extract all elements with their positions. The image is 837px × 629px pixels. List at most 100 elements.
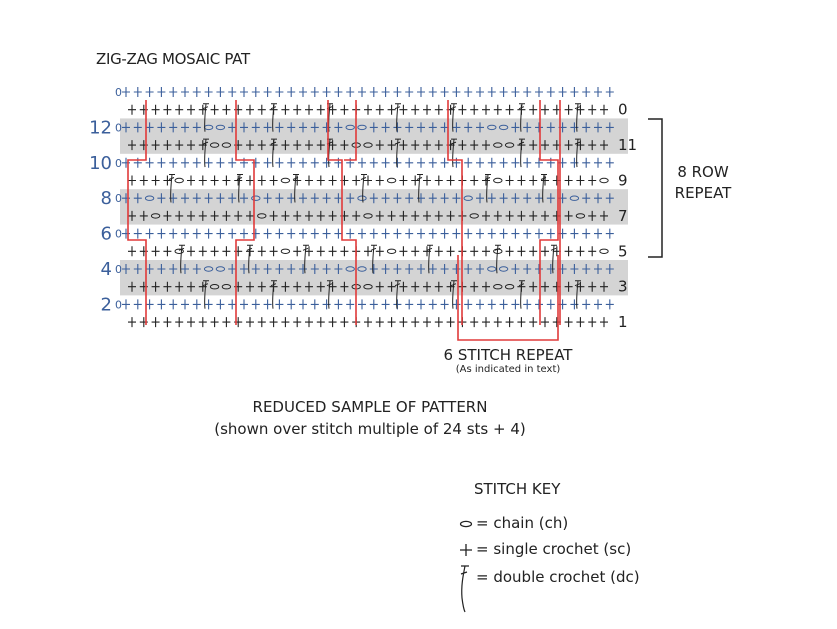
double-crochet-mark <box>394 103 401 132</box>
chain-mark <box>221 284 232 290</box>
chain-mark <box>463 195 473 201</box>
single-crochet-mark <box>523 157 532 168</box>
chain-mark <box>150 213 161 219</box>
single-crochet-mark <box>169 122 178 133</box>
single-crochet-mark <box>133 264 142 274</box>
single-crochet-mark <box>600 104 608 115</box>
double-crochet-mark <box>550 244 557 274</box>
single-crochet-mark <box>157 228 166 239</box>
six-stitch-repeat-note: (As indicated in text) <box>455 364 561 375</box>
single-crochet-mark <box>151 104 160 115</box>
single-crochet-mark <box>452 122 461 133</box>
double-crochet-mark <box>178 244 185 274</box>
single-crochet-mark <box>210 175 219 186</box>
single-crochet-mark <box>511 264 520 274</box>
single-crochet-mark <box>305 317 313 328</box>
single-crochet-mark <box>399 140 408 151</box>
single-crochet-mark <box>246 104 254 115</box>
eight-row-repeat-line2: REPEAT <box>674 184 732 202</box>
double-crochet-mark <box>302 244 309 274</box>
single-crochet-mark <box>375 317 384 328</box>
single-crochet-mark <box>139 175 148 186</box>
single-crochet-mark <box>535 264 543 274</box>
single-crochet-mark <box>588 104 597 115</box>
chain-mark <box>174 248 184 255</box>
chain-mark <box>487 266 497 272</box>
single-crochet-mark <box>428 228 437 239</box>
single-crochet-mark <box>128 246 136 257</box>
single-crochet-mark <box>269 210 278 221</box>
single-crochet-mark <box>181 157 189 168</box>
chain-mark <box>357 124 367 131</box>
single-crochet-mark <box>476 193 484 204</box>
single-crochet-mark <box>316 210 325 221</box>
single-crochet-mark <box>375 175 384 186</box>
single-crochet-mark <box>476 157 484 168</box>
single-crochet-mark <box>316 104 325 115</box>
single-crochet-mark <box>393 264 402 274</box>
single-crochet-mark <box>541 175 549 186</box>
single-crochet-mark <box>281 140 290 151</box>
single-crochet-mark <box>546 299 555 310</box>
single-crochet-mark <box>458 140 467 151</box>
single-crochet-mark <box>594 264 602 274</box>
single-crochet-mark <box>588 210 597 221</box>
single-crochet-mark <box>464 157 473 168</box>
single-crochet-mark <box>305 246 313 257</box>
single-crochet-mark <box>157 122 166 133</box>
chain-mark <box>357 195 367 201</box>
chain-mark <box>363 142 373 148</box>
single-crochet-mark <box>588 317 597 328</box>
single-crochet-mark <box>523 193 532 204</box>
single-crochet-mark <box>122 122 130 133</box>
single-crochet-mark <box>181 87 189 97</box>
single-crochet-mark <box>145 122 154 133</box>
left-row-number: 4 <box>101 259 112 280</box>
single-crochet-mark <box>499 157 508 168</box>
single-crochet-mark <box>423 175 431 186</box>
single-crochet-mark <box>128 317 136 328</box>
single-crochet-mark <box>417 228 425 239</box>
single-crochet-mark <box>334 122 343 133</box>
single-crochet-mark <box>487 299 496 310</box>
single-crochet-mark <box>263 157 272 168</box>
single-crochet-mark <box>440 299 449 310</box>
single-crochet-mark <box>482 317 490 328</box>
single-crochet-mark <box>299 157 307 168</box>
single-crochet-mark <box>163 281 172 292</box>
single-crochet-mark <box>541 140 549 151</box>
single-crochet-mark <box>482 104 490 115</box>
single-crochet-mark <box>145 87 154 97</box>
single-crochet-mark <box>505 210 514 221</box>
single-crochet-mark <box>275 122 284 133</box>
single-crochet-mark <box>287 264 296 274</box>
single-crochet-mark <box>541 246 549 257</box>
single-crochet-mark <box>605 122 614 133</box>
double-crochet-mark <box>202 103 209 132</box>
single-crochet-mark <box>145 228 154 239</box>
eight-row-repeat-line1: 8 ROW <box>677 163 729 181</box>
single-crochet-mark <box>393 193 402 204</box>
single-crochet-mark <box>251 228 260 239</box>
stitch-key-title: STITCH KEY <box>474 480 561 498</box>
single-crochet-mark <box>299 299 307 310</box>
right-row-number: 0 <box>618 101 628 119</box>
single-crochet-mark <box>145 299 154 310</box>
single-crochet-mark <box>452 228 461 239</box>
single-crochet-mark <box>181 122 189 133</box>
single-crochet-mark <box>470 317 479 328</box>
single-crochet-mark <box>293 210 302 221</box>
left-row-number: 8 <box>101 188 112 209</box>
single-crochet-mark <box>151 246 160 257</box>
single-crochet-mark <box>316 140 325 151</box>
double-crochet-mark <box>518 280 525 309</box>
single-crochet-mark <box>564 175 573 186</box>
single-crochet-mark <box>381 87 390 97</box>
single-crochet-mark <box>216 228 225 239</box>
single-crochet-mark <box>128 104 136 115</box>
single-crochet-mark <box>287 193 296 204</box>
single-crochet-mark <box>417 264 425 274</box>
single-crochet-mark <box>476 228 484 239</box>
single-crochet-mark <box>122 299 130 310</box>
single-crochet-mark <box>582 264 591 274</box>
